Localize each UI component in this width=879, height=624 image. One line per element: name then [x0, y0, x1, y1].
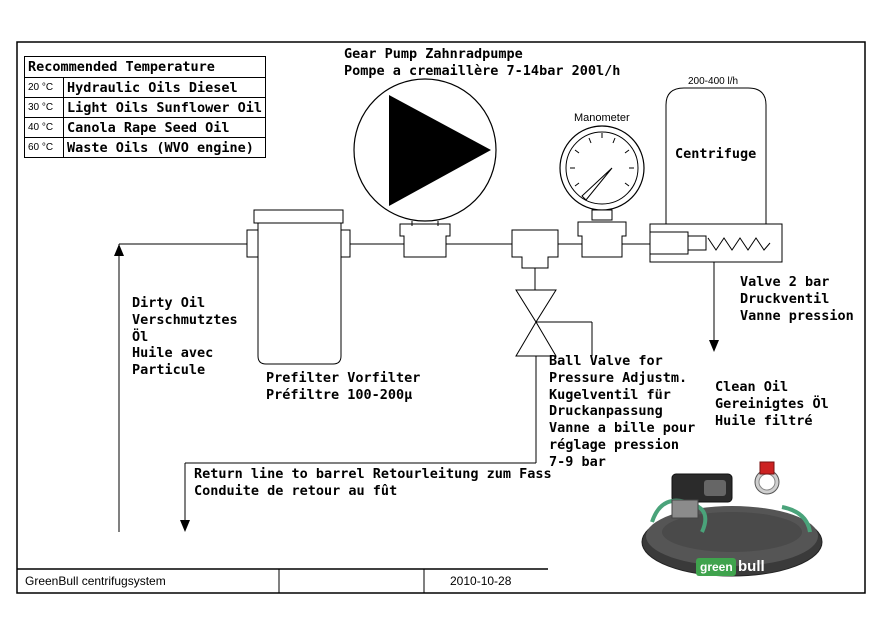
- dirty-oil-label: Verschmutztes: [132, 312, 238, 328]
- oil-type-cell: Light Oils Sunflower Oil: [62, 97, 267, 118]
- oil-type-cell: Waste Oils (WVO engine): [62, 137, 267, 158]
- centrifuge-label: Centrifuge: [675, 146, 757, 162]
- centrifuge-unit: [649, 87, 783, 352]
- return-line-label: Return line to barrel Retourleitung zum …: [194, 466, 552, 482]
- centrifuge-flow-label: 200-400 l/h: [688, 76, 739, 87]
- temperature-cell: 30 °C: [24, 97, 64, 118]
- temperature-cell: 40 °C: [24, 117, 64, 138]
- return-line-label: Conduite de retour au fût: [194, 483, 398, 499]
- page-frame: [16, 41, 866, 594]
- oil-type-cell: Canola Rape Seed Oil: [62, 117, 267, 138]
- return-line: [180, 356, 537, 532]
- clean-oil-label: Gereinigtes Öl: [715, 396, 829, 412]
- table-row: 20 °C Hydraulic Oils Diesel: [24, 77, 267, 98]
- ball-valve: [515, 289, 593, 357]
- dirty-oil-label: Öl: [132, 329, 149, 345]
- ball-valve-label: réglage pression: [549, 437, 680, 453]
- temperature-cell: 20 °C: [24, 77, 64, 98]
- dirty-oil-label: Particule: [132, 362, 206, 378]
- footer-title: GreenBull centrifugsystem: [25, 574, 166, 588]
- prefilter-label: Prefilter Vorfilter: [266, 370, 421, 386]
- brand-logo-bull: bull: [738, 558, 765, 575]
- table-row: 40 °C Canola Rape Seed Oil: [24, 117, 267, 138]
- clean-oil-label: Huile filtré: [715, 413, 813, 429]
- ball-valve-label: Kugelventil für: [549, 387, 671, 403]
- ball-valve-label: Pressure Adjustm.: [549, 370, 688, 386]
- temperature-cell: 60 °C: [24, 137, 64, 158]
- dirty-oil-label: Huile avec: [132, 345, 214, 361]
- pump-label-2: Pompe a cremaillère 7-14bar 200l/h: [344, 63, 621, 79]
- product-photo: [641, 461, 823, 577]
- manometer-label: Manometer: [574, 112, 630, 124]
- table-row: 30 °C Light Oils Sunflower Oil: [24, 97, 267, 118]
- ball-valve-label: Druckanpassung: [549, 403, 663, 419]
- oil-type-cell: Hydraulic Oils Diesel: [62, 77, 267, 98]
- brand-logo-green: green: [700, 560, 733, 574]
- temperature-table-title: Recommended Temperature: [23, 56, 267, 78]
- clean-oil-label: Clean Oil: [715, 379, 789, 395]
- dirty-oil-label: Dirty Oil: [132, 295, 206, 311]
- pump-label-1: Gear Pump Zahnradpumpe: [344, 46, 523, 62]
- valve-label: Druckventil: [740, 291, 830, 307]
- temperature-table: Recommended Temperature 20 °C Hydraulic …: [23, 56, 267, 158]
- manometer-gauge: [559, 125, 645, 258]
- footer-date: 2010-10-28: [450, 574, 512, 588]
- inlet-arrow: [114, 244, 124, 256]
- prefilter-label: Préfiltre 100-200µ: [266, 387, 413, 403]
- valve-label: Vanne pression: [740, 308, 854, 324]
- ball-valve-label: Vanne a bille pour: [549, 420, 696, 436]
- ball-valve-label: Ball Valve for: [549, 353, 663, 369]
- ball-valve-label: 7-9 bar: [549, 454, 606, 470]
- gear-pump: [353, 78, 497, 258]
- valve-label: Valve 2 bar: [740, 274, 830, 290]
- prefilter-unit: [246, 209, 351, 365]
- t-junction: [511, 229, 559, 290]
- table-row: 60 °C Waste Oils (WVO engine): [24, 137, 267, 158]
